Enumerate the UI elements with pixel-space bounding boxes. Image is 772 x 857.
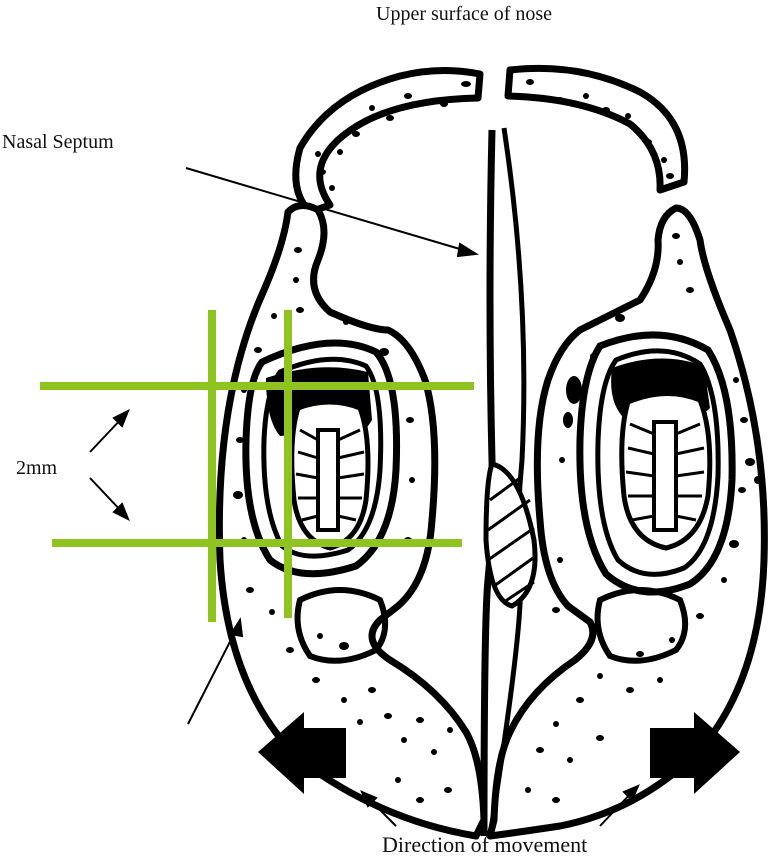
tooth-bud-left (292, 402, 368, 548)
label-2mm: 2mm (16, 457, 58, 479)
upper-nasal-bone-right (508, 68, 685, 190)
label-direction-of-movement: Direction of movement (382, 832, 587, 857)
bone-pointer (188, 626, 238, 724)
label-upper-surface-of-nose: Upper surface of nose (376, 3, 552, 25)
tooth-bud-right (622, 393, 710, 548)
septum-pointer (186, 168, 470, 252)
septal-cartilage-hatched (486, 464, 536, 606)
upper-nasal-bone-left (296, 70, 480, 212)
label-nasal-septum: Nasal Septum (2, 131, 114, 153)
